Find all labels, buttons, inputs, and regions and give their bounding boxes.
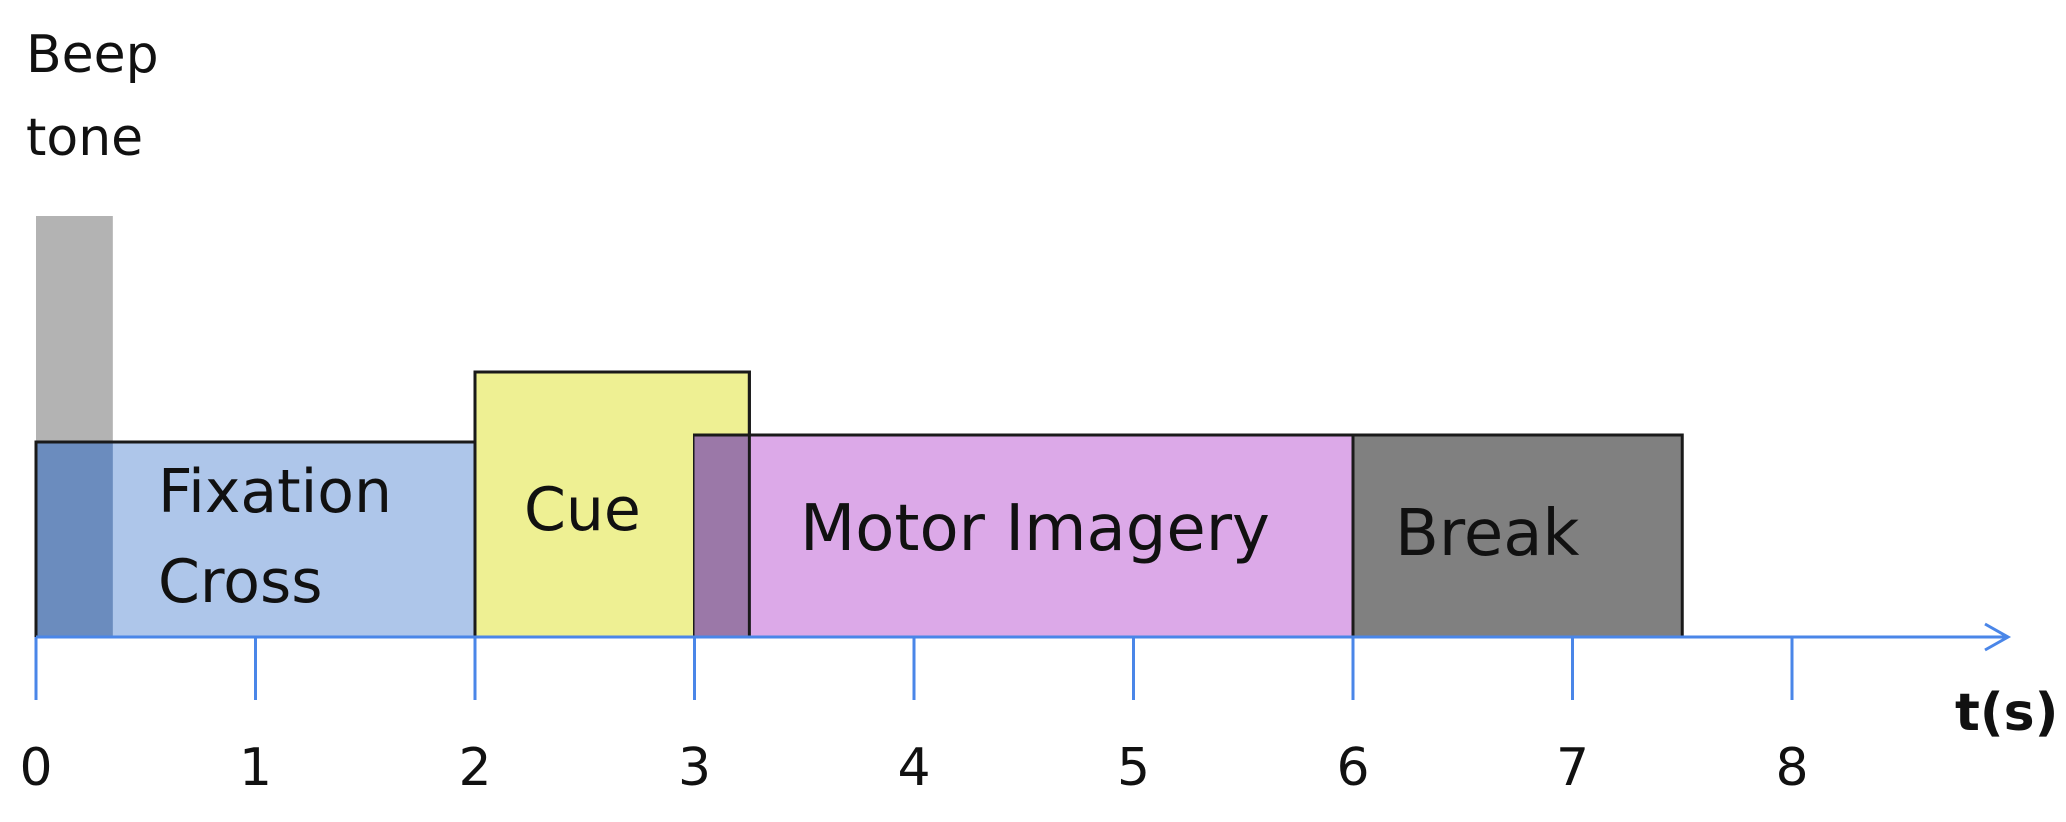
axis-tick-label: 2 [458, 738, 491, 798]
fixation-label-line2: Cross [158, 547, 322, 617]
fixation-label-line1: Fixation [158, 457, 392, 527]
time-axis-arrowhead [1984, 622, 2012, 652]
beep-label-line2: tone [26, 108, 143, 168]
axis-tick-label: 1 [239, 738, 272, 798]
axis-tick-label: 0 [19, 738, 52, 798]
axis-tick-label: 3 [678, 738, 711, 798]
axis-tick-label: 7 [1556, 738, 1589, 798]
axis-tick-label: 4 [897, 738, 930, 798]
break-label: Break [1395, 497, 1579, 571]
beep-overlap-region [36, 443, 113, 636]
time-axis [36, 622, 2012, 652]
beep-label-line1: Beep [26, 25, 159, 85]
motor-imagery-label: Motor Imagery [800, 492, 1270, 566]
axis-tick-label: 8 [1775, 738, 1808, 798]
cue-motor-overlap-region [694, 436, 750, 636]
beep-tone-bar [36, 216, 113, 442]
axis-tick-label: 5 [1117, 738, 1150, 798]
break-block [1351, 433, 1684, 639]
cue-label: Cue [524, 475, 641, 545]
axis-tick-label: 6 [1336, 738, 1369, 798]
time-axis-unit-label: t(s) [1955, 683, 2058, 743]
